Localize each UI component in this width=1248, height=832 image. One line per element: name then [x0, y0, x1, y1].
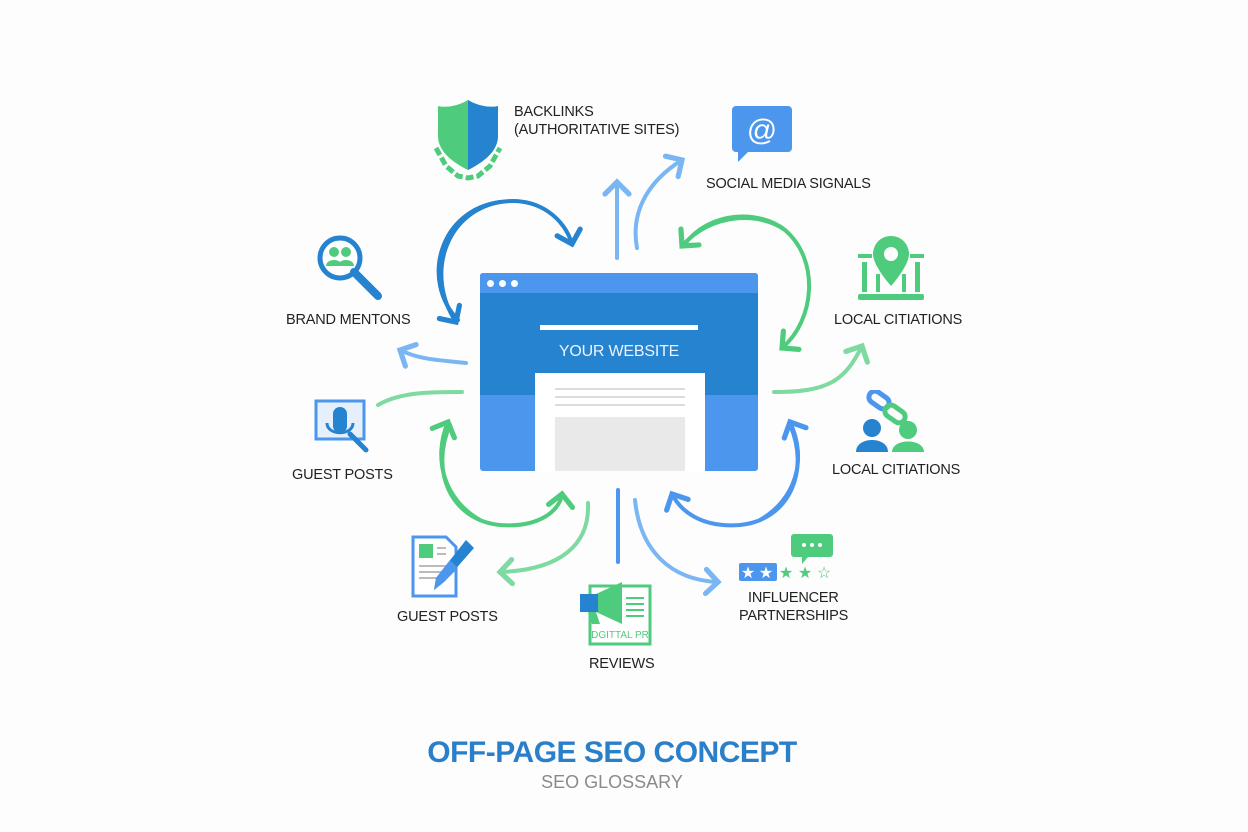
page-title: OFF-PAGE SEO CONCEPT	[427, 736, 797, 769]
shield-chain-icon	[433, 100, 503, 181]
brand-mentions-label: BRAND MENTONS	[286, 312, 411, 328]
reviews-label: REVIEWS	[589, 656, 655, 672]
microphone-search-icon	[314, 399, 369, 453]
at-speech-bubble-icon: @	[732, 106, 792, 162]
window-titlebar	[480, 273, 758, 293]
megaphone-icon: DGITTAL PR	[580, 582, 652, 646]
window-dot	[511, 280, 518, 287]
digital-pr-text: DGITTAL PR	[591, 630, 649, 641]
guest-posts-2-label: GUEST POSTS	[397, 609, 498, 625]
social-label: SOCIAL MEDIA SIGNALS	[706, 176, 871, 192]
text-line	[555, 388, 685, 390]
svg-text:★: ★	[798, 565, 812, 582]
image-placeholder	[555, 417, 685, 471]
magnifier-people-icon	[317, 235, 382, 300]
page-subtitle: SEO GLOSSARY	[541, 772, 683, 792]
hero-rule	[540, 325, 698, 330]
svg-text:★: ★	[741, 565, 755, 582]
backlinks-label-sub: (AUTHORITATIVE SITES)	[514, 122, 680, 138]
guest-posts-label: GUEST POSTS	[292, 467, 393, 483]
text-line	[555, 396, 685, 398]
content-page	[535, 373, 705, 471]
document-pen-icon	[411, 535, 474, 598]
svg-text:★: ★	[779, 565, 793, 582]
star-rating-chat-icon: ★ ★ ★ ★ ☆	[739, 534, 833, 582]
influencer-label-sub: PARTNERSHIPS	[739, 608, 849, 624]
map-pin-building-icon	[858, 236, 924, 300]
influencer-label: INFLUENCER	[748, 590, 839, 606]
svg-text:★: ★	[759, 565, 773, 582]
local-citations-2-label: LOCAL CITIATIONS	[832, 462, 961, 478]
linked-people-icon	[856, 390, 924, 452]
local-citations-label: LOCAL CITIATIONS	[834, 312, 963, 328]
window-dot	[487, 280, 494, 287]
window-dot	[499, 280, 506, 287]
svg-text:☆: ☆	[817, 565, 831, 582]
backlinks-label: BACKLINKS	[514, 104, 594, 120]
text-line	[555, 404, 685, 406]
website-title: YOUR WEBSITE	[558, 343, 680, 360]
svg-text:@: @	[747, 114, 777, 147]
your-website-window: YOUR WEBSITE	[480, 273, 758, 471]
